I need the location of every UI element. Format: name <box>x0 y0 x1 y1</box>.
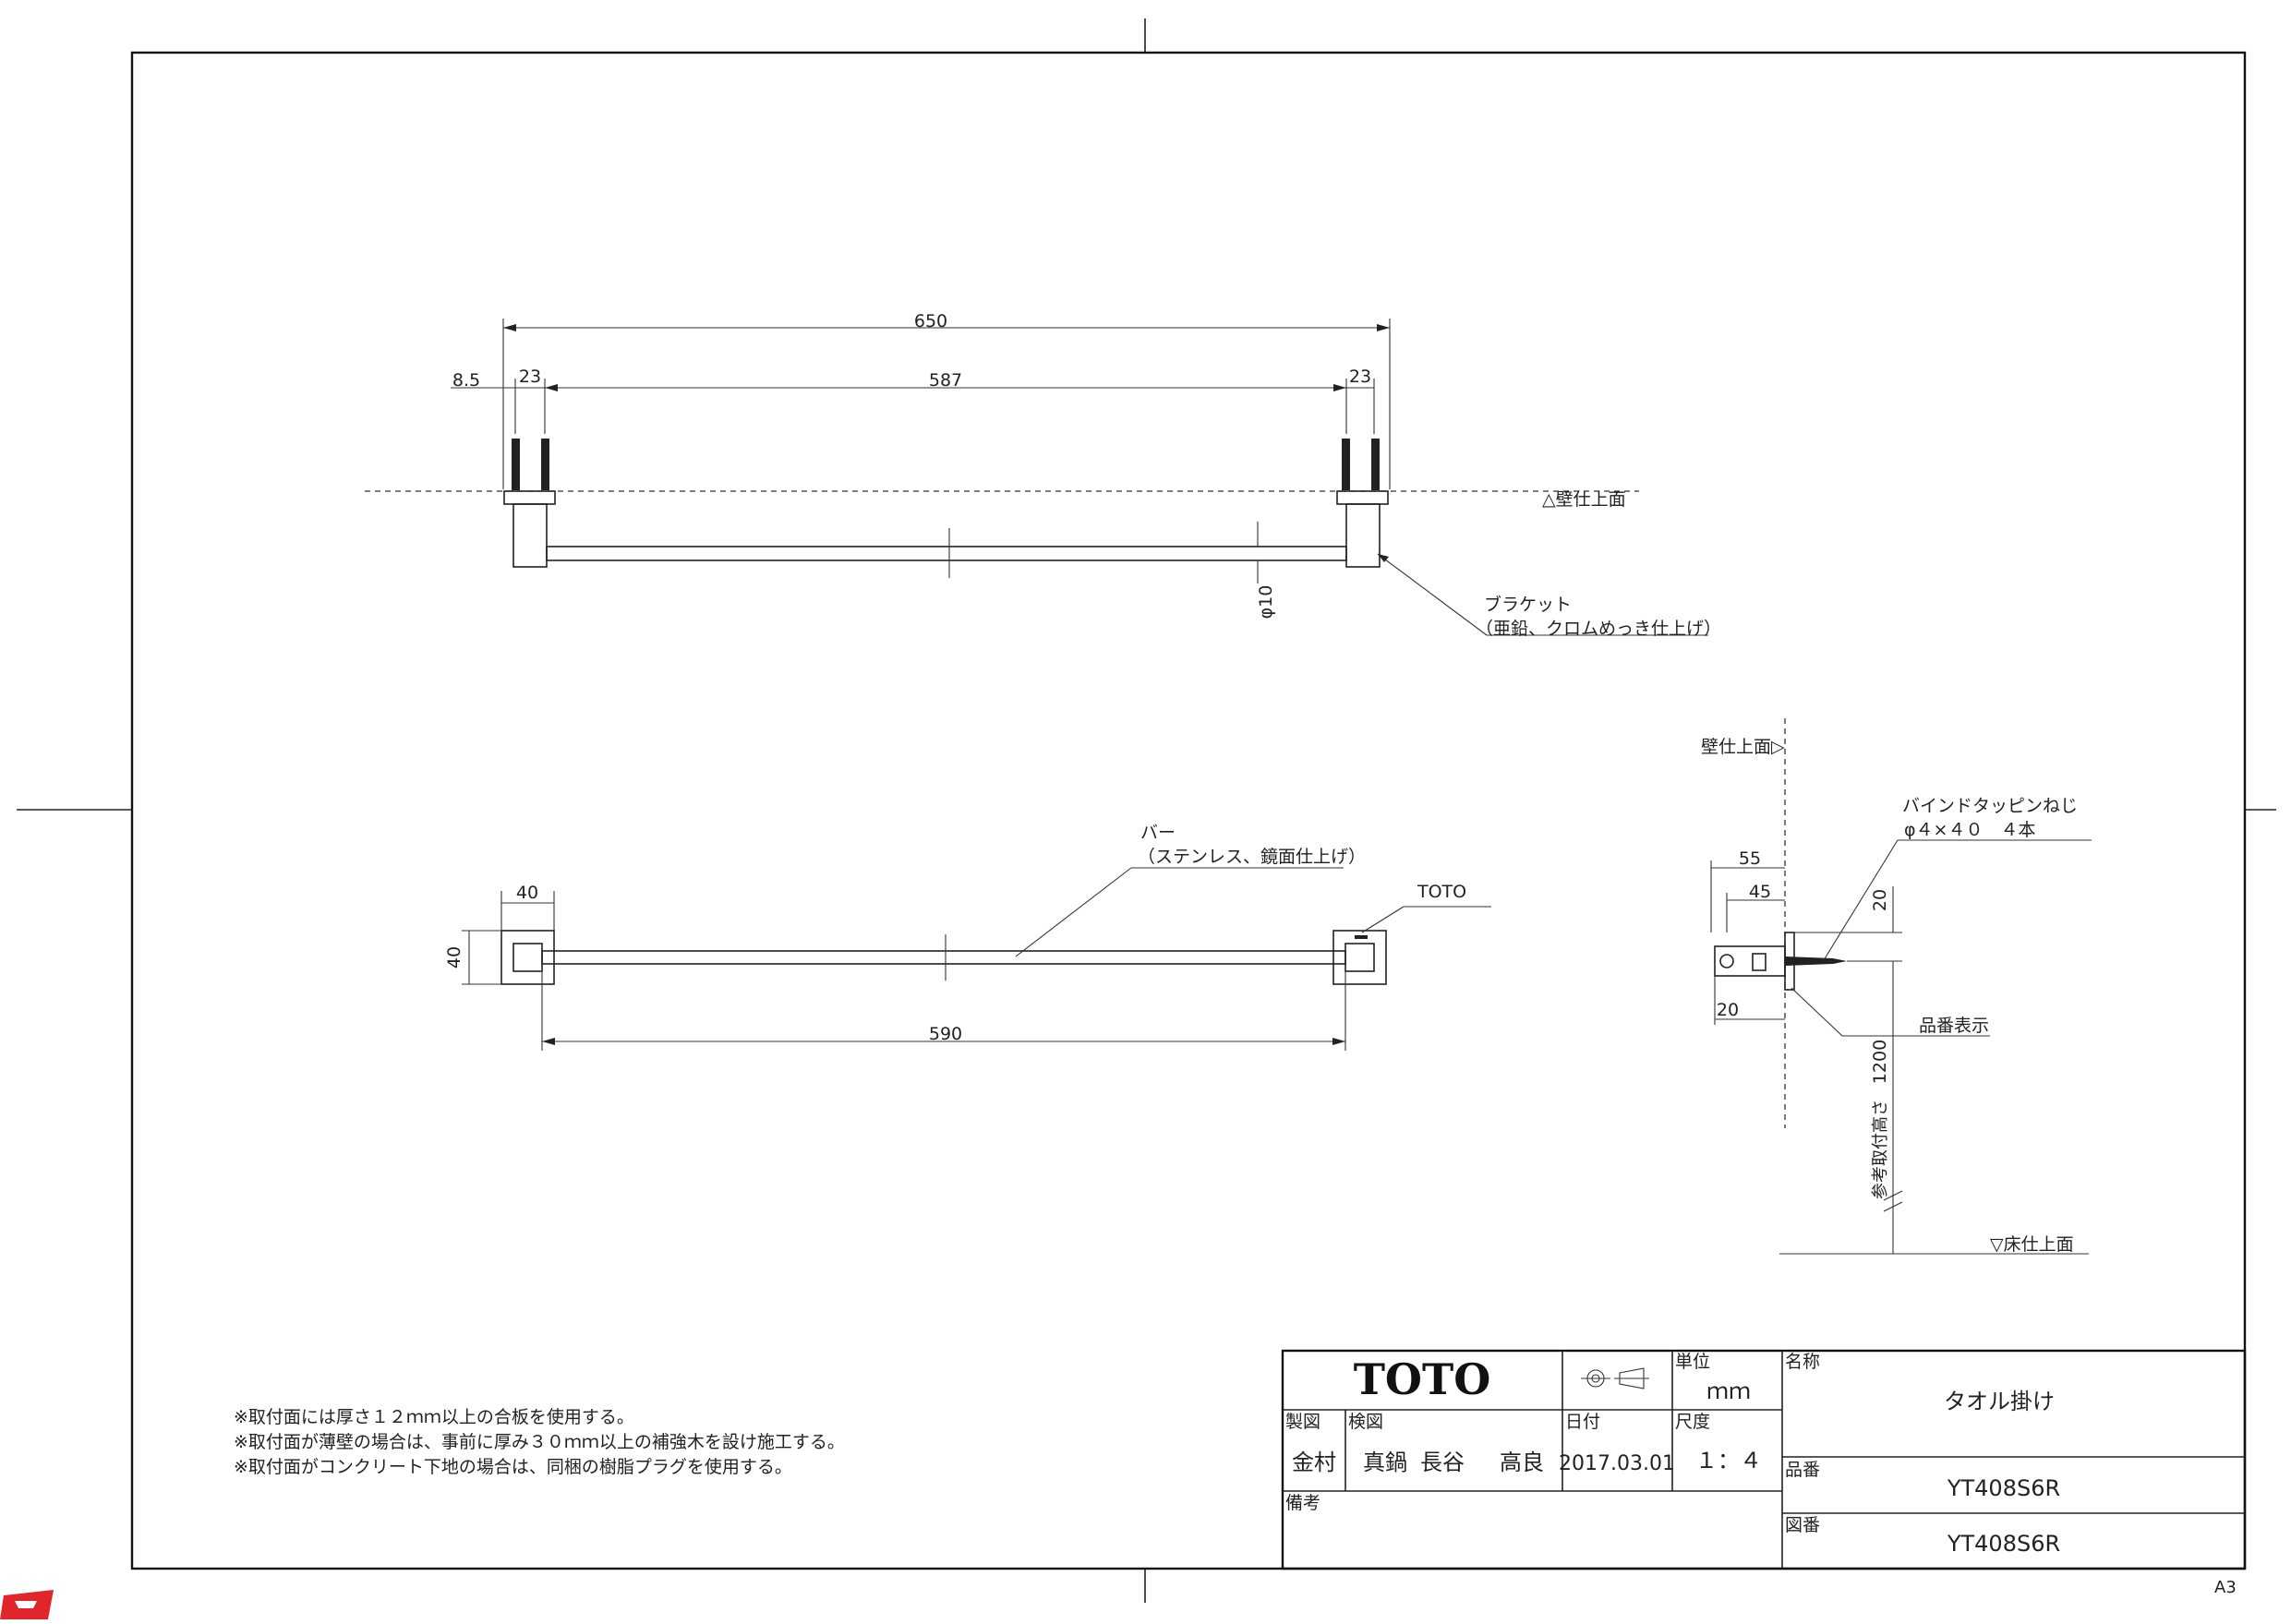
bar-material: （ステンレス、鏡面仕上げ） <box>1138 847 1366 867</box>
part-number-mark-label: 品番表示 <box>1919 1016 1989 1036</box>
screw-left <box>512 439 549 490</box>
dim-587: 587 <box>929 370 962 391</box>
drawing-no-value: YT408S6R <box>1947 1531 2060 1557</box>
top-view: 650 8.5 23 587 23 φ10 <box>365 311 1721 639</box>
bar-top-view <box>546 546 1347 561</box>
note-3: ※取付面がコンクリート下地の場合は、同梱の樹脂プラグを使用する。 <box>234 1457 792 1477</box>
border-frame <box>130 51 2247 1570</box>
toto-mark-emblem <box>1355 935 1368 939</box>
front-view: 40 40 590 バー （ステンレス、鏡面仕上げ） TOTO <box>444 823 1491 1051</box>
bar-name: バー <box>1140 823 1176 843</box>
scale-label: 尺度 <box>1675 1412 1710 1432</box>
toto-label: TOTO <box>1417 882 1466 902</box>
unit-label: 単位 <box>1675 1352 1710 1372</box>
brand-corner-icon <box>0 1590 54 1619</box>
paper-size: A3 <box>2214 1578 2237 1597</box>
side-view: 壁仕上面▷ 55 45 20 20 1200 参考取付高さ ▽床仕上面 <box>1701 718 2092 1255</box>
checker-3: 高良 <box>1500 1450 1544 1475</box>
bar-front-view <box>541 950 1346 965</box>
side-wall-finish: 壁仕上面▷ <box>1701 737 1785 757</box>
name-value: タオル掛け <box>1944 1389 2055 1414</box>
toto-logo: TOTO <box>1354 1354 1491 1404</box>
drawn-by: 金村 <box>1292 1450 1336 1475</box>
name-label: 名称 <box>1785 1352 1820 1372</box>
drawn-label: 製図 <box>1285 1412 1320 1432</box>
bracket-base-left <box>503 490 556 505</box>
bracket-material: （亜鉛、クロムめっき仕上げ） <box>1476 619 1721 639</box>
date-value: 2017.03.01 <box>1559 1452 1675 1475</box>
bracket-right <box>1345 503 1381 568</box>
dim-20-top: 20 <box>1870 889 1890 911</box>
unit-value: ｍｍ <box>1706 1378 1751 1404</box>
remarks-label: 備考 <box>1285 1493 1320 1513</box>
dim-8-5: 8.5 <box>452 370 480 391</box>
dim-23-left: 23 <box>519 367 541 387</box>
drawing-no-label: 図番 <box>1785 1515 1820 1535</box>
side-screw <box>1785 956 1847 966</box>
bracket-front-left <box>500 930 555 985</box>
title-block: TOTO 単位 ｍｍ 名称 タオル掛け 製図 金村 検図 真鍋 長谷 高良 日付… <box>1281 1349 2247 1570</box>
bracket-left <box>512 503 548 568</box>
part-value: YT408S6R <box>1947 1475 2060 1501</box>
date-label: 日付 <box>1565 1412 1600 1432</box>
part-label: 品番 <box>1785 1460 1820 1480</box>
dim-650: 650 <box>914 311 947 331</box>
checker-1: 真鍋 <box>1363 1450 1407 1475</box>
note-1: ※取付面には厚さ１２ｍｍ以上の合板を使用する。 <box>234 1407 634 1427</box>
dim-45: 45 <box>1749 882 1771 902</box>
notes: ※取付面には厚さ１２ｍｍ以上の合板を使用する。 ※取付面が薄壁の場合は、事前に厚… <box>234 1407 845 1477</box>
dim-55: 55 <box>1739 848 1761 869</box>
projection-symbol-icon <box>1581 1367 1649 1389</box>
side-bracket <box>1714 945 1786 977</box>
dim-590: 590 <box>929 1024 962 1044</box>
dim-23-right: 23 <box>1349 367 1371 387</box>
wall-finish-label: △壁仕上面 <box>1542 489 1626 510</box>
dim-20-bottom: 20 <box>1717 1000 1739 1020</box>
screw-right <box>1342 439 1380 490</box>
screw-spec: φ４×４０ ４本 <box>1904 820 2035 840</box>
bracket-base-right <box>1336 490 1389 505</box>
screw-name: バインドタッピンねじ <box>1902 796 2078 816</box>
checked-label: 検図 <box>1348 1412 1383 1432</box>
mount-height-label: 参考取付高さ <box>1871 1100 1890 1199</box>
dim-1200: 1200 <box>1870 1040 1890 1084</box>
bracket-front-right <box>1332 930 1387 985</box>
floor-finish-label: ▽床仕上面 <box>1990 1234 2074 1255</box>
checker-2: 長谷 <box>1420 1450 1465 1475</box>
scale-value: １：４ <box>1695 1448 1762 1474</box>
dim-40-height: 40 <box>444 946 464 968</box>
dim-phi10: φ10 <box>1256 585 1276 620</box>
note-2: ※取付面が薄壁の場合は、事前に厚み３０ｍｍ以上の補強木を設け施工する。 <box>234 1432 845 1452</box>
dim-40-width: 40 <box>516 883 538 903</box>
bracket-name: ブラケット <box>1484 594 1572 615</box>
